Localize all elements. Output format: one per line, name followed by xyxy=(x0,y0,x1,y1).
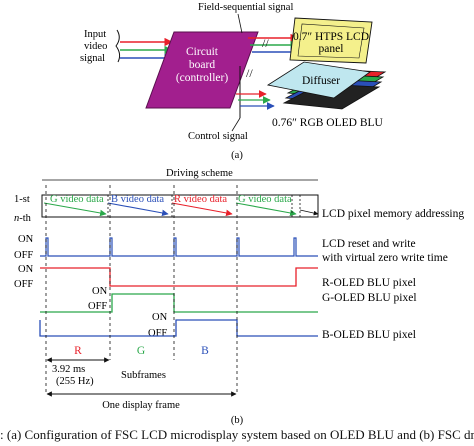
signal-break-mark-2: // xyxy=(246,66,253,80)
input-signal-label-line1: Input xyxy=(84,29,106,40)
addressing-arrow-g1 xyxy=(43,202,107,217)
b-oled-waveform xyxy=(39,319,318,337)
diffuser-label: Diffuser xyxy=(302,75,340,87)
circuit-board-label-line3: (controller) xyxy=(176,72,229,84)
subframe-letter-g: G xyxy=(137,345,145,357)
period-ms: 3.92 ms xyxy=(52,364,85,375)
control-signal-label: Control signal xyxy=(188,131,248,142)
lcd-reset-waveform xyxy=(40,237,318,257)
lcd-panel-inner xyxy=(297,23,365,59)
lcd-reset-off-label: OFF xyxy=(14,250,33,261)
panel-b-label: (b) xyxy=(231,415,244,426)
r-oled-waveform xyxy=(40,267,318,287)
video-data-label-g2: G video data xyxy=(238,194,292,205)
panel-a-label: (a) xyxy=(231,150,243,161)
lcd-panel xyxy=(289,17,373,64)
signal-break-mark-1: // xyxy=(262,36,269,50)
subframe-letter-r: R xyxy=(74,345,82,357)
lcd-reset-on-label: ON xyxy=(18,234,34,245)
row-label-nth: n-th xyxy=(14,213,32,224)
video-data-label-b: B video data xyxy=(111,194,164,205)
display-frame-label: One display frame xyxy=(102,400,180,411)
diffuser-panel xyxy=(266,61,372,99)
input-signal-label-line2: video xyxy=(84,41,107,52)
addressing-arrow-g2 xyxy=(235,202,297,217)
signal-name-lcd-reset-line2: with virtual zero write time xyxy=(322,252,448,264)
b-oled-on-label: ON xyxy=(152,312,168,323)
signal-name-b-oled: B-OLED BLU pixel xyxy=(322,329,416,341)
field-signal-pointer xyxy=(237,13,243,34)
control-signal-pointer xyxy=(231,117,241,132)
r-oled-on-label: ON xyxy=(18,264,34,275)
subframe-letter-b: B xyxy=(201,345,209,357)
circuit-board-label-line2: board xyxy=(189,59,215,71)
subframes-label: Subframes xyxy=(121,370,166,381)
signal-name-r-oled: R-OLED BLU pixel xyxy=(322,277,416,289)
circuit-board xyxy=(145,31,259,109)
addressing-arrow-r xyxy=(171,202,233,217)
row-label-first: 1-st xyxy=(14,194,30,205)
oled-blu-label: 0.76″ RGB OLED BLU xyxy=(272,117,384,129)
field-sequential-signal-label: Field-sequential signal xyxy=(198,2,293,13)
lcd-panel-label-line2: panel xyxy=(319,43,344,55)
lcd-panel-label-line1: 0.7″ HTPS LCD xyxy=(293,31,369,43)
period-hz: (255 Hz) xyxy=(56,376,94,387)
input-signal-brace xyxy=(115,29,121,63)
addressing-arrow-b xyxy=(107,202,169,217)
signal-name-lcd-reset: LCD reset and write xyxy=(322,238,416,250)
g-oled-off-label: OFF xyxy=(88,301,107,312)
addressing-frame xyxy=(41,194,319,218)
panel-a-system-diagram: Input video signal Circuit board (contro… xyxy=(80,2,387,161)
video-data-label-g1: G video data xyxy=(50,194,104,205)
g-oled-on-label: ON xyxy=(92,286,108,297)
b-oled-off-label: OFF xyxy=(148,328,167,339)
addressing-extend xyxy=(299,209,319,216)
input-signal-label-line3: signal xyxy=(80,53,105,64)
driving-scheme-title: Driving scheme xyxy=(166,168,233,179)
signal-name-addressing: LCD pixel memory addressing xyxy=(322,208,464,220)
g-oled-waveform xyxy=(40,293,318,313)
signal-name-g-oled: G-OLED BLU pixel xyxy=(322,292,417,304)
circuit-board-label-line1: Circuit xyxy=(186,46,219,58)
video-data-label-r: R video data xyxy=(174,194,227,205)
figure-caption: : (a) Configuration of FSC LCD microdisp… xyxy=(0,427,474,442)
panel-b-timing-diagram: Driving scheme 1-st n-th G video data B … xyxy=(14,168,464,426)
r-oled-off-label: OFF xyxy=(14,279,33,290)
